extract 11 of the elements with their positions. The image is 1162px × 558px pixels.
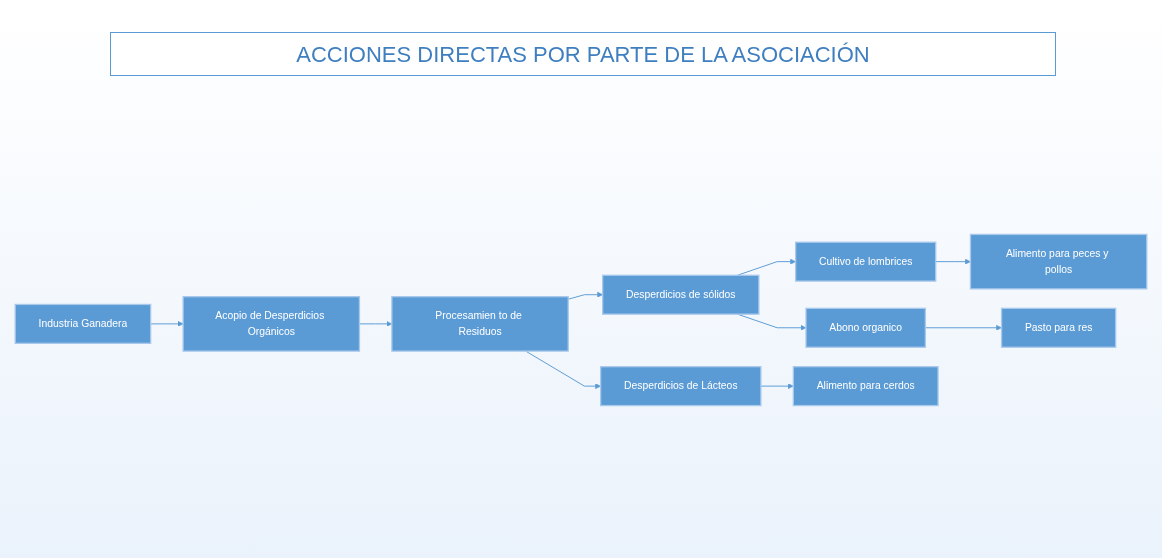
- node-box: Cultivo de lombrices: [795, 241, 937, 282]
- node-box: Alimento para peces y pollos: [969, 233, 1148, 290]
- node-box: Desperdicios de sólidos: [602, 274, 760, 315]
- node-box: Desperdicios de Lácteos: [600, 366, 762, 407]
- node-box: Procesamien to de Residuos: [391, 296, 569, 352]
- node-box: Industria Ganadera: [14, 303, 152, 344]
- node-box: Acopio de Desperdicios Orgánicos: [182, 296, 361, 352]
- node-box: Pasto para res: [1000, 307, 1117, 348]
- node-box: Abono organico: [805, 307, 926, 348]
- diagram-title: ACCIONES DIRECTAS POR PARTE DE LA ASOCIACIÓN: [110, 32, 1056, 76]
- node-box: Alimento para cerdos: [792, 366, 939, 407]
